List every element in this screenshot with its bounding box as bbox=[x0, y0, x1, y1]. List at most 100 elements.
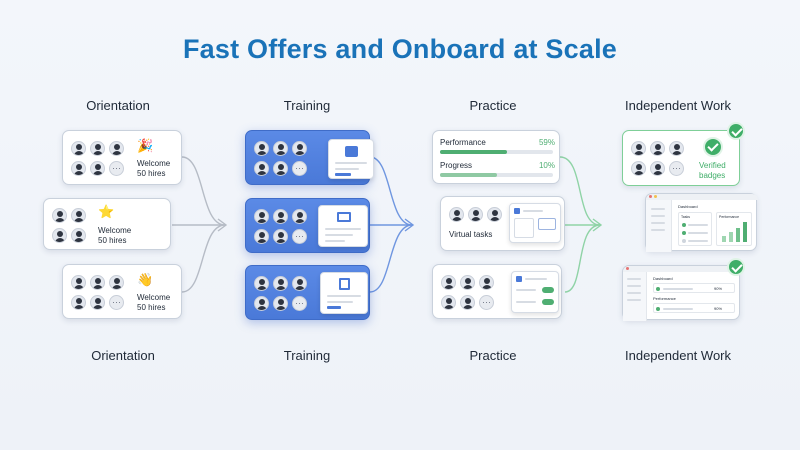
avatar bbox=[71, 161, 86, 176]
avatar bbox=[650, 161, 665, 176]
welcome-text: Welcome bbox=[137, 159, 171, 168]
status-dot-icon bbox=[656, 307, 660, 311]
avatar bbox=[254, 296, 269, 311]
book-icon bbox=[337, 212, 351, 222]
avatar bbox=[254, 229, 269, 244]
avatar bbox=[273, 209, 288, 224]
text-line bbox=[663, 288, 693, 290]
avatar bbox=[109, 141, 124, 156]
more-avatars-icon: ··· bbox=[669, 161, 684, 176]
performance-panel: Performance bbox=[716, 212, 752, 246]
training-content-panel bbox=[328, 139, 374, 179]
toggle-settings-panel bbox=[511, 271, 559, 313]
task-list bbox=[514, 218, 534, 238]
training-content-panel bbox=[320, 272, 368, 314]
card-check-badge-icon bbox=[727, 258, 745, 276]
avatar bbox=[292, 209, 307, 224]
accent-line bbox=[327, 306, 341, 309]
stage-label-independent-top: Independent Work bbox=[625, 98, 731, 113]
avatar bbox=[487, 207, 502, 222]
text-line bbox=[335, 162, 367, 164]
avatar bbox=[460, 295, 475, 310]
dashboard-card-2: Dashboard 90% Performance 90% bbox=[622, 265, 741, 321]
avatar bbox=[273, 141, 288, 156]
performance-section-title: Performance bbox=[653, 296, 676, 301]
avatar bbox=[109, 275, 124, 290]
performance-bar bbox=[440, 150, 553, 154]
text-line bbox=[525, 278, 547, 280]
avatar bbox=[468, 207, 483, 222]
toggle-switch-on[interactable] bbox=[542, 299, 554, 305]
verified-badges-card: ··· Verified badges bbox=[622, 130, 740, 186]
text-line bbox=[688, 224, 708, 226]
progress-bar bbox=[440, 173, 553, 177]
dashboard-title: Dashboard bbox=[678, 204, 698, 209]
more-avatars-icon: ··· bbox=[292, 161, 307, 176]
metric-row: 90% bbox=[653, 303, 735, 313]
more-avatars-icon: ··· bbox=[109, 161, 124, 176]
text-line bbox=[516, 301, 536, 303]
text-line bbox=[663, 308, 693, 310]
dashboard-sidebar bbox=[623, 272, 647, 321]
sidebar-item[interactable] bbox=[651, 208, 665, 210]
window-titlebar bbox=[623, 266, 741, 272]
stage-label-orientation-top: Orientation bbox=[86, 98, 150, 113]
dashboard-title: Dashboard bbox=[653, 276, 673, 281]
dashboard-sidebar bbox=[646, 200, 672, 252]
training-content-panel bbox=[318, 205, 368, 247]
sidebar-item[interactable] bbox=[651, 215, 665, 217]
stage-label-practice-bottom: Practice bbox=[469, 348, 517, 363]
avatar bbox=[71, 275, 86, 290]
avatar bbox=[631, 141, 646, 156]
sidebar-item[interactable] bbox=[627, 292, 641, 294]
connector-training-3 bbox=[369, 224, 413, 293]
avatar bbox=[479, 275, 494, 290]
avatar bbox=[669, 141, 684, 156]
metric-value: 90% bbox=[714, 306, 723, 311]
avatar bbox=[441, 295, 456, 310]
sidebar-item[interactable] bbox=[627, 285, 641, 287]
task-preview-icon bbox=[538, 218, 556, 230]
avatar bbox=[71, 141, 86, 156]
connector-practice-3 bbox=[564, 224, 601, 293]
practice-metrics-card: Performance 59% Progress 10% bbox=[432, 130, 560, 184]
connector-training-arrow bbox=[404, 218, 415, 232]
sidebar-item[interactable] bbox=[651, 222, 665, 224]
performance-label: Performance bbox=[440, 138, 486, 147]
progress-label: Progress bbox=[440, 161, 473, 170]
avatar bbox=[273, 229, 288, 244]
text-line bbox=[327, 295, 361, 297]
connector-training-1 bbox=[369, 156, 413, 226]
avatar bbox=[90, 275, 105, 290]
avatar bbox=[71, 228, 86, 243]
sidebar-item[interactable] bbox=[627, 278, 641, 280]
waving-hand-icon: 👋 bbox=[137, 272, 154, 287]
task-check-icon bbox=[682, 231, 686, 235]
toggle-switch-on[interactable] bbox=[542, 287, 554, 293]
text-line bbox=[327, 301, 353, 303]
welcome-text: Welcome bbox=[137, 293, 171, 302]
hires-count: 50 hires bbox=[98, 236, 127, 245]
bar bbox=[736, 228, 740, 242]
connector-practice-arrow bbox=[592, 218, 603, 232]
training-card-2: ··· bbox=[245, 198, 370, 253]
avatar bbox=[631, 161, 646, 176]
window-close-icon bbox=[649, 195, 652, 198]
sidebar-item[interactable] bbox=[627, 299, 641, 301]
text-line bbox=[325, 240, 345, 242]
performance-value: 59% bbox=[538, 138, 555, 147]
sidebar-item[interactable] bbox=[651, 229, 665, 231]
avatar bbox=[90, 295, 105, 310]
avatar bbox=[254, 209, 269, 224]
edit-icon bbox=[339, 278, 350, 290]
virtual-tasks-panel bbox=[509, 203, 561, 243]
training-card-1: ··· bbox=[245, 130, 374, 185]
connector-orientation-arrow bbox=[217, 218, 228, 232]
stage-label-training-top: Training bbox=[283, 98, 331, 113]
practice-virtual-tasks-card: Virtual tasks bbox=[440, 196, 565, 251]
bar bbox=[743, 222, 747, 242]
stage-label-practice-top: Practice bbox=[469, 98, 517, 113]
dashboard-card: Dashboard Tasks Performance bbox=[645, 193, 758, 252]
more-avatars-icon: ··· bbox=[109, 295, 124, 310]
stage-label-orientation-bottom: Orientation bbox=[91, 348, 155, 363]
